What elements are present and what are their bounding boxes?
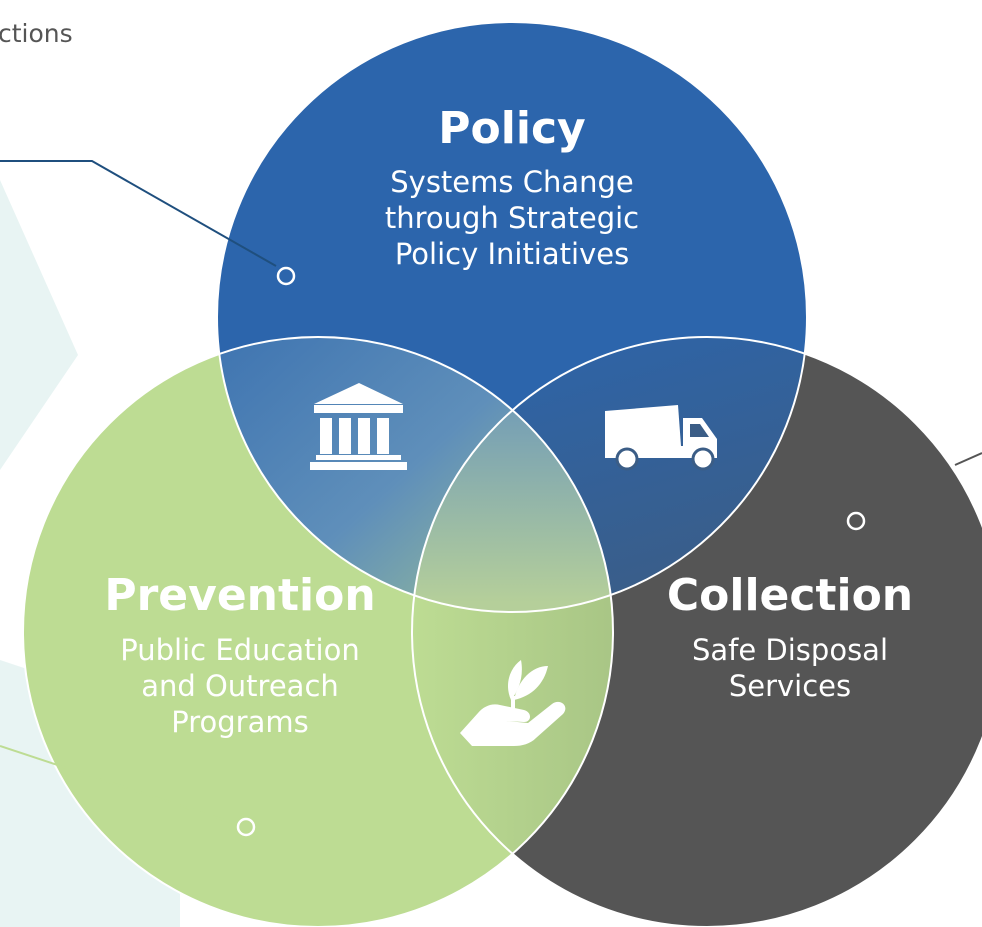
prevention-connector-line [0, 745, 237, 825]
dump-truck-icon [605, 405, 717, 471]
policy-connector-line [0, 160, 277, 267]
policy-title: Policy [438, 103, 586, 154]
prevention-outline [22, 336, 614, 927]
collection-outline [411, 336, 982, 927]
collection-title: Collection [666, 570, 914, 621]
hand-with-plant-icon [460, 660, 566, 746]
collection-subtitle-line-1: Safe Disposal [691, 633, 889, 667]
collection-label-group: Collection Safe Disposal Services [610, 570, 970, 704]
prevention-label-group: Prevention Public Education and Outreach… [55, 570, 425, 740]
government-building-icon [310, 383, 407, 470]
policy-label-group: Policy Systems Change through Strategic … [322, 103, 702, 272]
prevention-subtitle-line-3: Programs [171, 705, 309, 739]
prevention-subtitle-line-1: Public Education [120, 633, 360, 667]
collection-connector-line [954, 452, 982, 466]
center-overlap [412, 337, 613, 612]
collection-subtitle-line-2: Services [728, 669, 852, 703]
top-caption: ctions [0, 19, 73, 48]
prevention-connector-dot [236, 817, 256, 837]
collection-connector-dot [846, 511, 866, 531]
policy-subtitle-line-1: Systems Change [390, 165, 634, 199]
policy-subtitle-line-3: Policy Initiatives [394, 237, 630, 271]
policy-outline [216, 21, 808, 613]
policy-connector-dot [276, 266, 296, 286]
prevention-subtitle-line-2: and Outreach [141, 669, 339, 703]
policy-subtitle-line-2: through Strategic [384, 201, 640, 235]
prevention-title: Prevention [104, 570, 376, 621]
